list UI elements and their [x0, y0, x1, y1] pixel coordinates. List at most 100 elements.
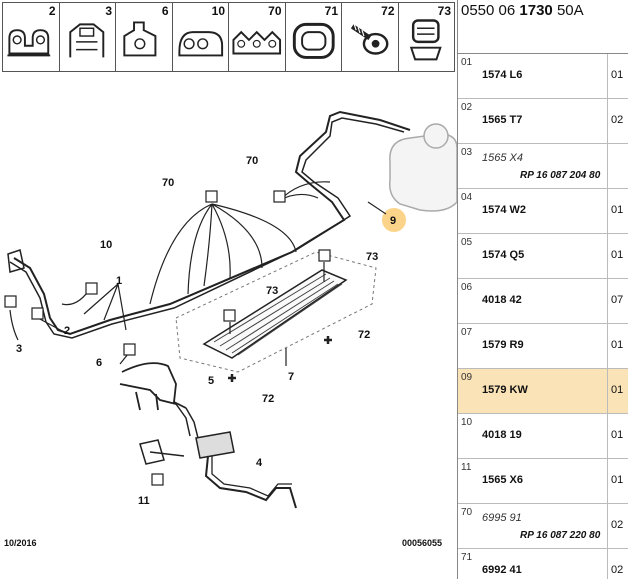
column-divider	[607, 54, 608, 98]
triple-clip-icon	[177, 31, 223, 57]
callout-73b[interactable]: 73	[366, 251, 378, 263]
thumb-number: 10	[211, 4, 225, 18]
callout-72a[interactable]: 72	[262, 393, 274, 405]
callout-6[interactable]: 6	[96, 357, 102, 369]
column-divider	[607, 99, 608, 143]
part-row[interactable]: 71 6992 41 02	[458, 549, 628, 579]
screw-icon	[350, 24, 389, 55]
callout-2[interactable]: 2	[64, 325, 70, 337]
leader-fan	[149, 203, 297, 305]
marker-6	[123, 343, 136, 356]
part-code: 1574 Q5	[482, 249, 525, 261]
thumb-71[interactable]: 71	[286, 3, 342, 71]
parts-list-panel: 0550 06 1730 50A 01 1574 L6 01 02 1565 T…	[457, 0, 628, 579]
part-rp-number: RP 16 087 204 80	[520, 170, 601, 181]
ref-part2: 50A	[556, 2, 584, 19]
screw-mark-72b	[324, 336, 332, 344]
callout-70a[interactable]: 70	[162, 177, 174, 189]
parts-thumbnail-strip: 2 3 6 10 70	[2, 2, 455, 72]
callout-9-circle	[382, 208, 406, 232]
part-row[interactable]: 06 4018 42 07	[458, 279, 628, 324]
part-row[interactable]: 05 1574 Q5 01	[458, 234, 628, 279]
column-divider	[607, 414, 608, 458]
leader-3	[9, 309, 19, 341]
marker-73b	[318, 249, 331, 262]
part-code: 1574 L6	[482, 69, 523, 81]
part-row[interactable]: 11 1565 X6 01	[458, 459, 628, 504]
column-divider	[607, 504, 608, 548]
callout-72b[interactable]: 72	[358, 329, 370, 341]
pipe-holder-icon	[68, 23, 104, 58]
harness-5	[119, 362, 187, 411]
part-code: 4018 42	[482, 294, 522, 306]
part-code: 1565 X4	[482, 152, 523, 164]
part-qty: 01	[611, 474, 624, 486]
part-index: 03	[461, 147, 473, 158]
part-row[interactable]: 02 1565 T7 02	[458, 99, 628, 144]
part-code: 1574 W2	[482, 204, 527, 216]
callout-7[interactable]: 7	[288, 371, 294, 383]
callout-3[interactable]: 3	[16, 343, 22, 355]
callout-70b[interactable]: 70	[246, 155, 258, 167]
part-qty: 01	[611, 339, 624, 351]
thumb-number: 73	[437, 4, 451, 18]
end-clip-3	[7, 249, 25, 273]
part-index: 70	[461, 507, 473, 518]
callout-10[interactable]: 10	[100, 239, 112, 251]
line-4	[204, 455, 297, 509]
thumb-10[interactable]: 10	[173, 3, 229, 71]
part-qty: 02	[611, 564, 624, 576]
thumb-number: 71	[324, 4, 338, 18]
marker-70b	[273, 190, 286, 203]
thumb-3[interactable]: 3	[60, 3, 116, 71]
part-code: 1565 X6	[482, 474, 523, 486]
part-row[interactable]: 04 1574 W2 01	[458, 189, 628, 234]
callout-1[interactable]: 1	[116, 275, 122, 287]
column-divider	[607, 459, 608, 503]
drawing-number: 00056055	[402, 538, 443, 548]
part-row[interactable]: 10 4018 19 01	[458, 414, 628, 459]
diagram-reference: 0550 06 1730 50A	[458, 0, 628, 24]
ref-part1: 0550 06	[461, 2, 516, 19]
part-row[interactable]: 70 6995 91 RP 16 087 220 80 02	[458, 504, 628, 549]
thumb-72[interactable]: 72	[342, 3, 399, 71]
part-row[interactable]: 07 1579 R9 01	[458, 324, 628, 369]
part-index: 04	[461, 192, 473, 203]
part-index: 02	[461, 102, 473, 113]
part-index: 05	[461, 237, 473, 248]
thumb-73[interactable]: 73	[399, 3, 455, 71]
part-row-selected[interactable]: 09 1579 KW 01	[458, 369, 628, 414]
part-row[interactable]: 01 1574 L6 01	[458, 54, 628, 99]
callout-11[interactable]: 11	[138, 495, 150, 507]
multi-clip-icon	[232, 30, 282, 55]
callout-4[interactable]: 4	[256, 457, 263, 469]
line-to-harness	[175, 403, 199, 439]
diagram-canvas: 70 70 9 10 1 2 3 6 5 7 72 72 73 73 4 11	[4, 110, 458, 509]
leader-9	[367, 201, 387, 215]
thumb-6[interactable]: 6	[116, 3, 173, 71]
part-row[interactable]: 03 1565 X4 RP 16 087 204 80	[458, 144, 628, 189]
callout-5[interactable]: 5	[208, 375, 214, 387]
callout-9[interactable]: 9	[390, 215, 396, 227]
leader-1	[83, 283, 127, 331]
marker-10	[85, 282, 98, 295]
part-index: 07	[461, 327, 473, 338]
column-divider	[607, 549, 608, 579]
callout-73a[interactable]: 73	[266, 285, 278, 297]
part-qty: 02	[611, 519, 624, 531]
column-divider	[607, 189, 608, 233]
part-index: 11	[461, 462, 472, 473]
thumb-2[interactable]: 2	[3, 3, 60, 71]
thumb-70[interactable]: 70	[229, 3, 286, 71]
part-code: 4018 19	[482, 429, 522, 441]
column-divider	[607, 144, 608, 188]
thumb-number: 72	[381, 4, 395, 18]
diagram-date: 10/2016	[4, 538, 37, 548]
double-clip-icon	[7, 29, 51, 57]
marker-73a	[223, 309, 236, 322]
marker-70a	[205, 190, 218, 203]
bracket-clip-icon	[123, 21, 157, 57]
leader-70b	[279, 181, 331, 201]
fuel-line-2	[9, 117, 405, 339]
part-index: 10	[461, 417, 473, 428]
